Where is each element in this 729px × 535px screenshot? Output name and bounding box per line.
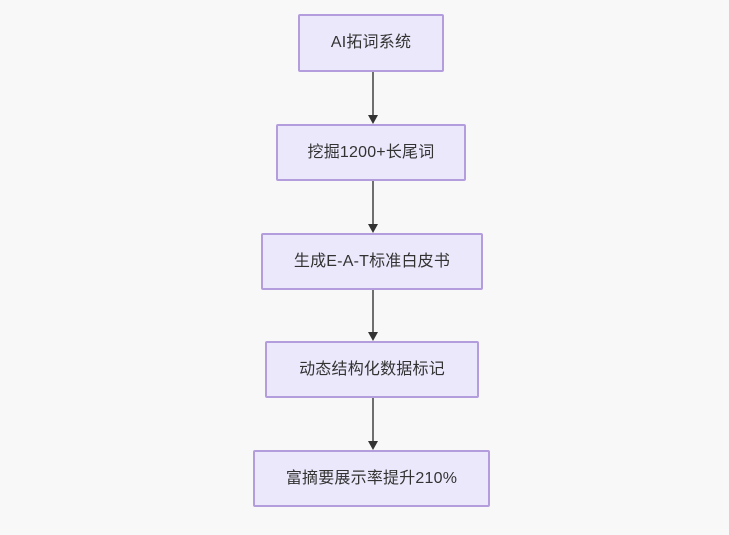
flow-node-generate-eat-whitepaper[interactable]: 生成E-A-T标准白皮书 (261, 233, 483, 290)
flow-node-label: 动态结构化数据标记 (299, 360, 445, 378)
flow-edge-n3-n4 (368, 290, 378, 341)
edge-line (372, 72, 374, 116)
flow-edge-n1-n2 (368, 72, 378, 124)
flow-edge-n2-n3 (368, 181, 378, 233)
flow-node-rich-snippet-impression-uplift[interactable]: 富摘要展示率提升210% (253, 450, 490, 507)
flow-edge-n4-n5 (368, 398, 378, 450)
edge-line (372, 398, 374, 442)
arrowhead-icon (368, 332, 378, 341)
arrowhead-icon (368, 441, 378, 450)
flow-node-label: 挖掘1200+长尾词 (307, 143, 435, 161)
flow-node-label: 生成E-A-T标准白皮书 (293, 252, 451, 270)
edge-line (372, 181, 374, 225)
flow-node-dynamic-structured-data-markup[interactable]: 动态结构化数据标记 (265, 341, 479, 398)
flow-node-label: AI拓词系统 (330, 34, 412, 51)
arrowhead-icon (368, 224, 378, 233)
arrowhead-icon (368, 115, 378, 124)
flow-node-label: 富摘要展示率提升210% (285, 469, 458, 487)
edge-line (372, 290, 374, 333)
flow-node-ai-keyword-system[interactable]: AI拓词系统 (298, 14, 444, 72)
flow-node-mine-longtail-keywords[interactable]: 挖掘1200+长尾词 (276, 124, 466, 181)
